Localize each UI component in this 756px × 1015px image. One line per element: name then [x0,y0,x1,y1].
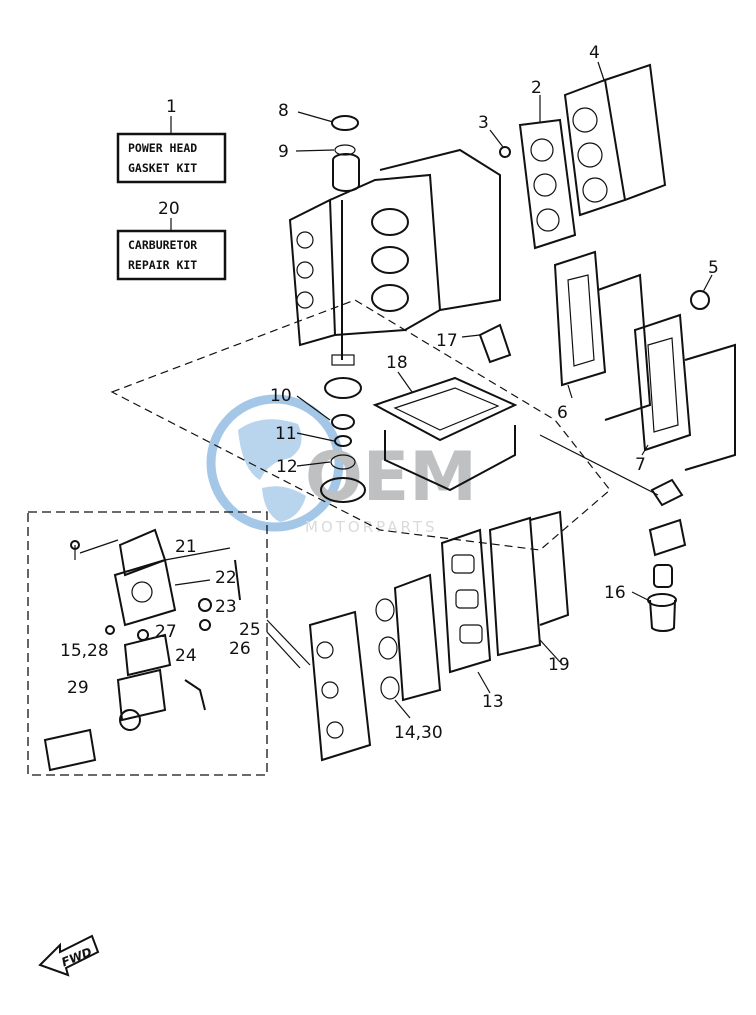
part-5 [690,274,713,310]
kit-label-line1: CARBURETOR [128,238,197,252]
kit-carburetor: 20 CARBURETOR REPAIR KIT [116,199,227,281]
callout-14-30: 14,30 [394,723,443,743]
callout-19: 19 [548,655,570,675]
callout-15-28: 15,28 [60,641,109,661]
callout-13: 13 [482,692,504,712]
cover-4 [563,61,667,217]
thermostat-16 [631,478,687,633]
globe-icon [206,394,344,532]
callout-1: 1 [166,97,177,117]
callout-11: 11 [275,424,297,444]
callout-8: 8 [278,101,289,121]
callout-7: 7 [635,455,646,475]
gasket-19 [488,510,570,663]
part-3 [489,129,511,158]
callout-6: 6 [557,403,568,423]
callout-5: 5 [708,258,719,278]
callout-3: 3 [478,113,489,133]
watermark: OEM MOTORPARTS [206,394,477,536]
kit-label-line1: POWER HEAD [128,141,197,155]
callout-4: 4 [589,43,600,63]
callout-23: 23 [215,597,237,617]
callout-16: 16 [604,583,626,603]
callout-27: 27 [155,622,177,642]
callout-29: 29 [67,678,89,698]
callout-9: 9 [278,142,289,162]
plate-6 [553,250,652,421]
lower-bearings [296,377,366,503]
power-head-block [288,148,501,366]
gasket-13 [440,528,492,694]
kit-label-line2: GASKET KIT [128,161,197,175]
gasket-14 [375,573,442,719]
watermark-text: MOTORPARTS [305,518,438,536]
callout-24: 24 [175,646,197,666]
plate-7 [633,313,736,471]
callout-21: 21 [175,537,197,557]
watermark-logo: OEM [305,438,477,517]
callout-22: 22 [215,568,237,588]
callout-10: 10 [270,386,292,406]
part-17 [461,323,512,364]
gasket-18 [372,371,518,492]
kit-label-line2: REPAIR KIT [128,258,197,272]
callout-17: 17 [436,331,458,351]
carburetor-parts [43,528,241,772]
fwd-arrow-icon: FWD [38,934,100,977]
gasket-2 [518,95,577,250]
callout-20: 20 [158,199,180,219]
kit-power-head: 1 POWER HEAD GASKET KIT [116,97,227,184]
callout-25: 25 [239,620,261,640]
callout-18: 18 [386,353,408,373]
callout-2: 2 [531,78,542,98]
callout-26: 26 [229,639,251,659]
callout-12: 12 [276,457,298,477]
seal-top [295,111,360,192]
reed-plate [308,610,372,762]
carburetor-kit-box [27,511,268,776]
